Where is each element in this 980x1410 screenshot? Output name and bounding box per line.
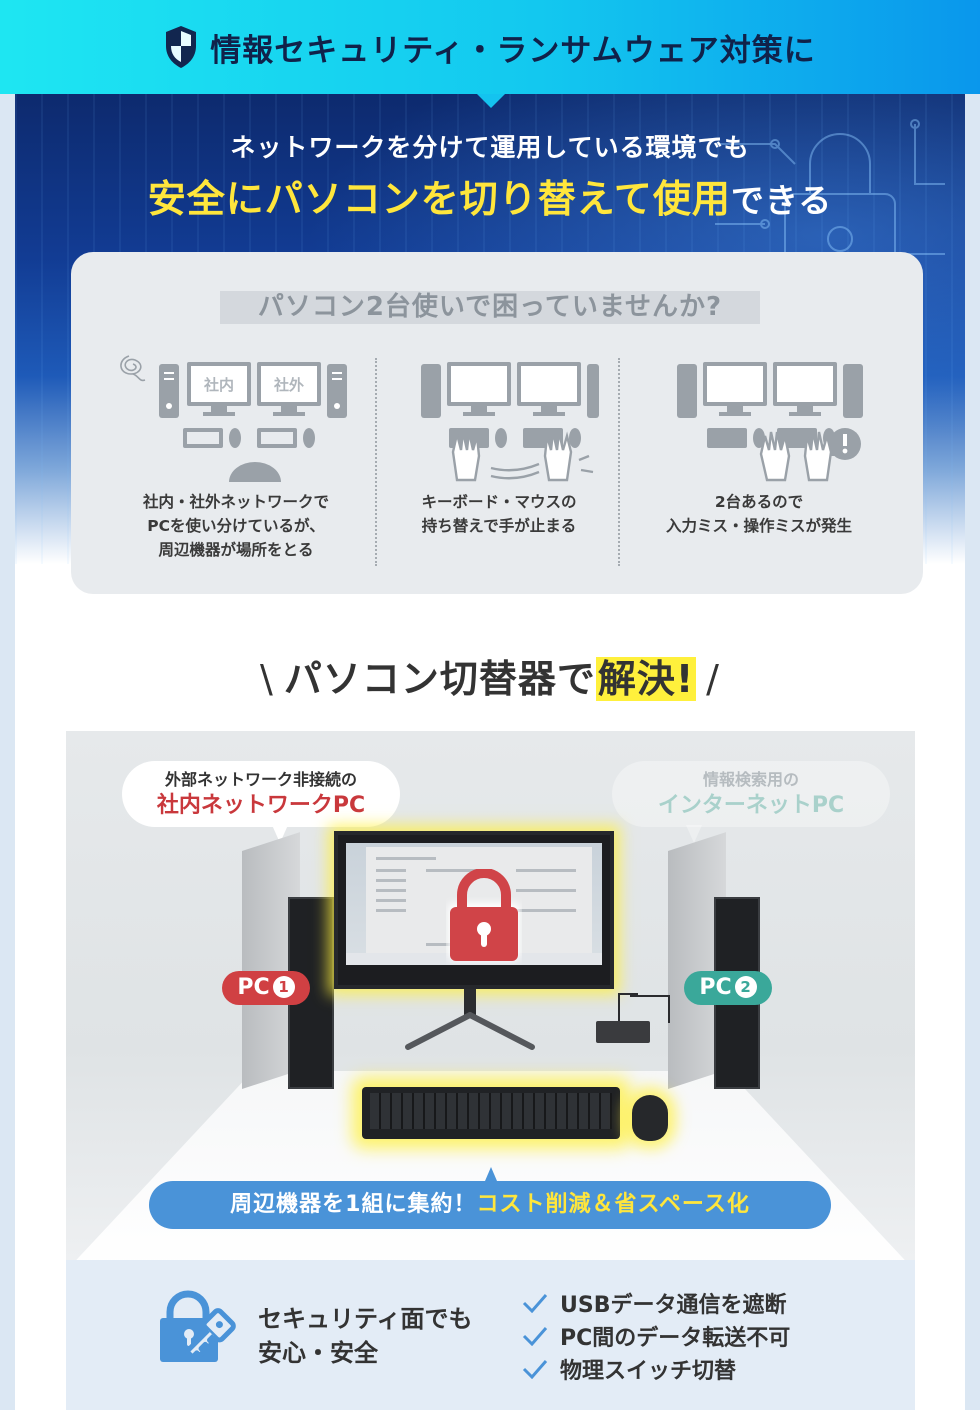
two-pcs-cluttered-icon: 社内 社外 <box>120 355 347 482</box>
product-scene: 外部ネットワーク非接続の 社内ネットワークPC 情報検索用の インターネットPC <box>66 731 915 1263</box>
shield-icon <box>166 26 197 68</box>
bubble-internal-pc: 外部ネットワーク非接続の 社内ネットワークPC <box>122 761 400 843</box>
pc-tower-1 <box>242 832 334 1089</box>
banner-pointer <box>477 94 505 108</box>
problem-caption: キーボード・マウスの 持ち替えで手が止まる <box>421 493 577 535</box>
hero-headline: 安全にパソコンを切り替えて使用できる <box>0 168 980 223</box>
problem-caption: 社内・社外ネットワークで PCを使い分けているが、 周辺機器が場所をとる <box>142 493 329 559</box>
banner-title: 情報セキュリティ・ランサムウェア対策に <box>210 32 816 69</box>
consolidation-callout: 周辺機器を1組に集約！コスト削減＆省スペース化 <box>149 1167 831 1229</box>
security-feature-list: USBデータ通信を遮断 PC間のデータ転送不可 物理スイッチ切替 <box>522 1286 790 1385</box>
divider <box>618 358 620 566</box>
monitor-stand <box>464 989 476 1015</box>
check-icon <box>522 1293 548 1313</box>
hero-text-layer: ネットワークを分けて運用している環境でも 安全にパソコンを切り替えて使用できる <box>15 94 965 564</box>
kvm-switch <box>596 1021 650 1043</box>
top-banner: 情報セキュリティ・ランサムウェア対策に <box>0 0 980 108</box>
check-icon <box>522 1326 548 1346</box>
check-icon <box>522 1359 548 1379</box>
mouse <box>632 1095 668 1141</box>
hero-subtitle: ネットワークを分けて運用している環境でも <box>230 133 750 162</box>
monitor <box>334 831 614 989</box>
problem-item-input-errors: 2台あるので 入力ミス・操作ミスが発生 <box>623 352 895 564</box>
feature-usb-block: USBデータ通信を遮断 <box>522 1286 790 1319</box>
feature-physical-switch: 物理スイッチ切替 <box>522 1352 790 1385</box>
solution-heading: \パソコン切替器で解決!/ <box>260 657 720 701</box>
input-error-warning-icon <box>677 362 863 482</box>
monitor-screen <box>346 843 602 965</box>
screen-label-external: 社外 <box>273 376 304 394</box>
hands-switching-keyboards-icon <box>421 362 599 482</box>
screen-label-internal: 社内 <box>203 376 234 394</box>
problem-item-space: 社内 社外 社内・社外ネットワークで PCを使い分けているが、 周辺機器が場所を… <box>101 352 371 564</box>
lock-icon <box>448 869 520 961</box>
hero-headline-rest: できる <box>730 181 833 220</box>
security-panel: セキュリティ面でも 安心・安全 USBデータ通信を遮断 PC間のデータ転送不可 … <box>66 1260 915 1410</box>
monitor-stand-base <box>405 1012 535 1050</box>
security-title: セキュリティ面でも 安心・安全 <box>258 1305 473 1367</box>
keyboard <box>362 1087 620 1139</box>
solution-highlight: 解決! <box>595 657 697 701</box>
problem-caption: 2台あるので 入力ミス・操作ミスが発生 <box>665 493 852 535</box>
problem-item-switching: キーボード・マウスの 持ち替えで手が止まる <box>381 352 617 564</box>
problem-title: パソコン2台使いで困っていませんか? <box>220 291 760 324</box>
hero-headline-highlight: 安全にパソコンを切り替えて使用 <box>147 177 731 221</box>
pc-tower-2 <box>668 832 760 1089</box>
feature-no-transfer: PC間のデータ転送不可 <box>522 1319 790 1352</box>
problem-card: パソコン2台使いで困っていませんか? 社内 社外 社 <box>71 252 923 594</box>
bubble-internet-pc: 情報検索用の インターネットPC <box>612 761 890 843</box>
divider <box>375 358 377 566</box>
lock-key-icon <box>160 1290 236 1362</box>
